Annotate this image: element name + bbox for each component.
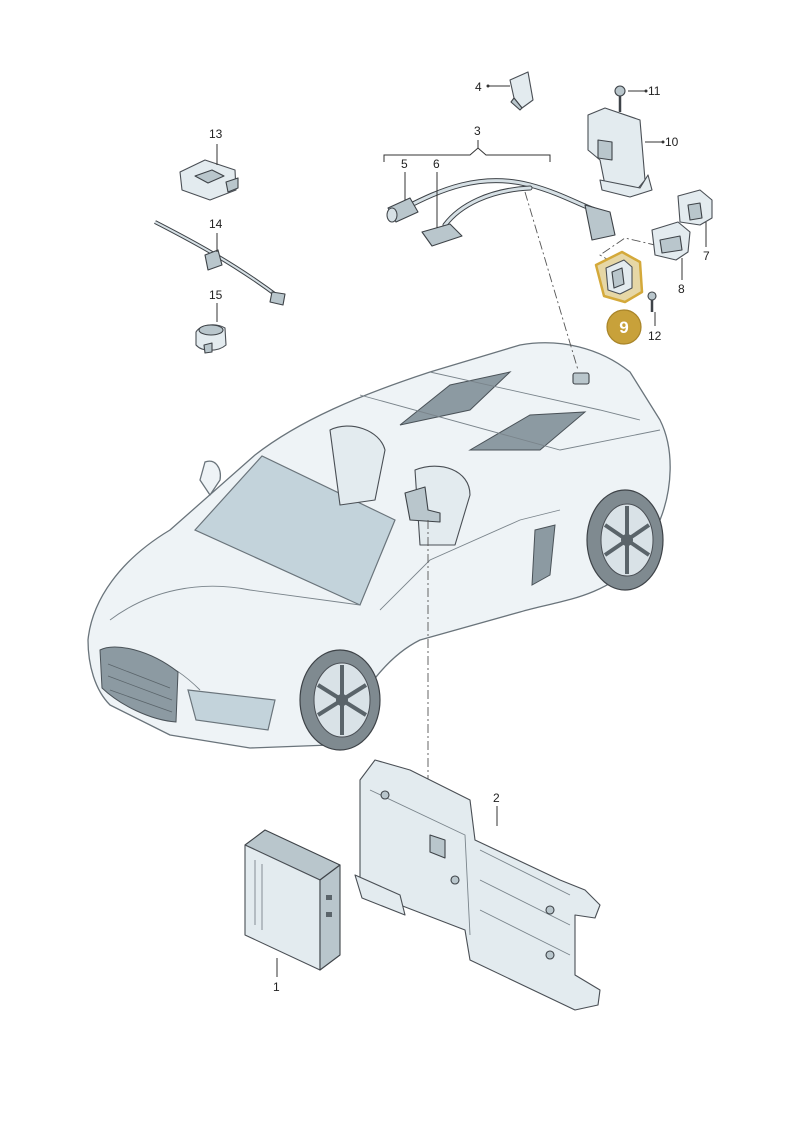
label-9: 9 [619,318,628,337]
part-9-holder [594,250,644,304]
label-12: 12 [648,329,662,343]
part-13-switch [179,144,239,201]
part-12-screw [647,291,657,326]
label-15: 15 [209,288,223,302]
part-4-clip [488,71,534,111]
label-13: 13 [209,127,223,141]
part-1-control-unit [244,829,341,977]
part-11-screw [614,85,646,112]
label-2: 2 [493,791,500,805]
part-3-wiring-harness [383,140,616,247]
part-6-connector [421,223,463,247]
part-labels: 1 2 3 4 5 6 7 8 9 10 11 12 13 14 15 [209,80,710,994]
part-15-grommet [195,303,227,354]
part-9-badge [606,309,642,345]
label-5: 5 [401,157,408,171]
rear-wheel [586,489,664,591]
label-6: 6 [433,157,440,171]
label-7: 7 [703,249,710,263]
label-4: 4 [475,80,482,94]
front-grille [99,646,179,723]
label-10: 10 [665,135,679,149]
front-wheel [299,649,381,751]
label-8: 8 [678,282,685,296]
label-14: 14 [209,217,223,231]
windshield [194,455,396,606]
part-2-mounting-tray [354,759,601,1011]
part-7-housing [677,189,713,247]
label-3: 3 [474,124,481,138]
part-10-bracket [587,107,663,198]
car-illustration [87,342,671,751]
part-8-cover [651,221,691,280]
reference-dashed-lines [427,191,656,790]
leader-dots [486,84,665,144]
part-14-cable-tie [154,220,286,306]
label-1: 1 [273,980,280,994]
label-11: 11 [648,84,661,98]
